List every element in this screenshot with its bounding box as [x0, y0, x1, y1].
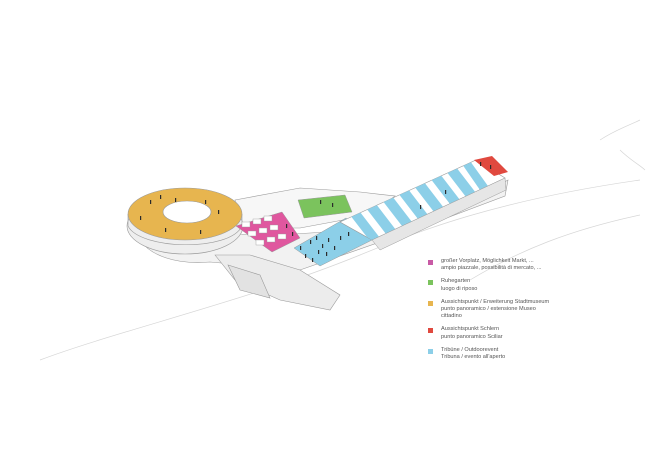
legend-item-museum-viewpoint: Aussichtspunkt / Erweiterung Stadtmuseum… — [428, 299, 643, 321]
legend-label: Aussichtspunkt Schlern punto panoramico … — [441, 326, 503, 340]
market-tents — [241, 215, 287, 246]
legend-label: Aussichtspunkt / Erweiterung Stadtmuseum… — [441, 299, 549, 321]
legend-line-it: ampio piazzale, possibilità di mercato, … — [441, 265, 542, 272]
legend-line-de: Aussichtspunkt Schlern — [441, 326, 500, 333]
legend-line-it: punto panoramico / estensione Museo — [441, 306, 536, 313]
legend-label: Tribüne / Outdoorevent Tribuna / evento … — [441, 347, 505, 361]
terrain-lines — [39, 119, 646, 361]
legend-item-plaza: großer Vorplatz, Möglichkeit Markt, ... … — [428, 258, 643, 272]
legend-line-it: punto panoramico Sciliar — [441, 333, 503, 340]
tribune-ramp — [339, 156, 508, 251]
legend-item-garden: Ruhegarten luogo di riposo — [428, 278, 643, 292]
legend: großer Vorplatz, Möglichkeit Markt, ... … — [428, 258, 643, 367]
legend-item-tribune: Tribüne / Outdoorevent Tribuna / evento … — [428, 347, 643, 361]
legend-line-it: Tribuna / evento all'aperto — [441, 354, 506, 361]
ring-viewpoint — [126, 187, 244, 255]
legend-swatch-green — [428, 280, 433, 286]
legend-swatch-blue — [428, 348, 433, 354]
legend-line-de: großer Vorplatz, Möglichkeit Markt, ... — [441, 258, 534, 264]
legend-swatch-magenta — [428, 260, 433, 265]
legend-swatch-yellow — [428, 300, 433, 306]
legend-item-schlern-viewpoint: Aussichtspunkt Schlern punto panoramico … — [428, 326, 643, 340]
legend-label: großer Vorplatz, Möglichkeit Markt, ... … — [441, 258, 541, 272]
legend-line-it-cont: cittadino — [441, 313, 462, 320]
legend-line-de: Aussichtspunkt / Erweiterung Stadtmuseum — [441, 298, 550, 305]
legend-swatch-red — [428, 328, 433, 334]
legend-label: Ruhegarten luogo di riposo — [441, 278, 477, 292]
garden-zone — [297, 194, 353, 219]
legend-line-de: Ruhegarten — [441, 278, 471, 285]
people-figures — [140, 162, 492, 262]
legend-line-it: luogo di riposo — [441, 285, 478, 292]
legend-line-de: Tribüne / Outdoorevent — [441, 346, 499, 353]
